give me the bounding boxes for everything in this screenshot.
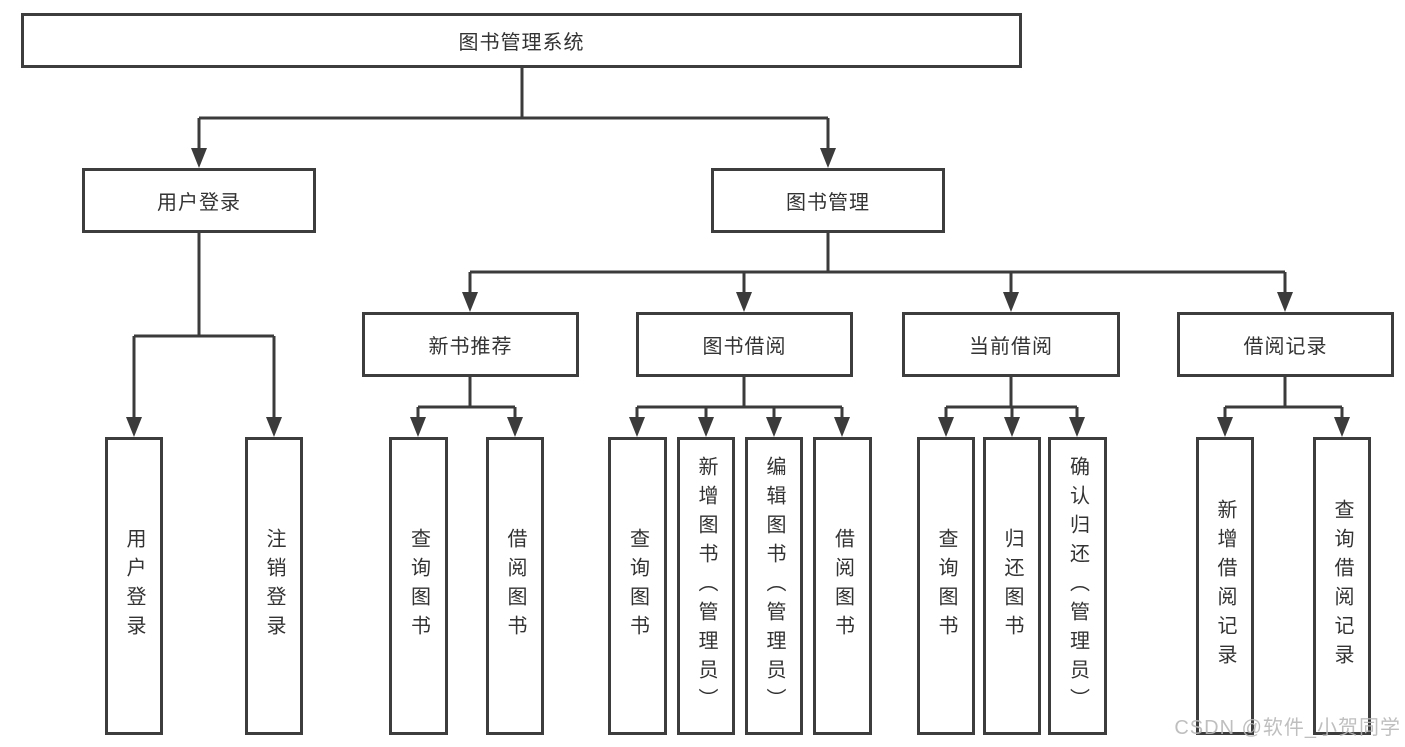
node-root: 图书管理系统 xyxy=(21,13,1022,68)
leaf-br-add-record: 新增借阅记录 xyxy=(1196,437,1254,735)
connector-user-login-children xyxy=(126,233,282,437)
leaf-bb-edit-books: 编辑图书（管理员） xyxy=(745,437,803,735)
node-book-management: 图书管理 xyxy=(711,168,945,233)
node-current-borrow: 当前借阅 xyxy=(902,312,1120,377)
leaf-logout: 注销登录 xyxy=(245,437,303,735)
connector-current-borrow-children xyxy=(938,377,1085,437)
leaf-bb-borrow-books-label: 借阅图书 xyxy=(831,528,854,644)
leaf-br-query-record: 查询借阅记录 xyxy=(1313,437,1371,735)
leaf-user-login-label: 用户登录 xyxy=(123,528,145,644)
node-book-borrow-label: 图书借阅 xyxy=(702,336,787,358)
leaf-logout-label: 注销登录 xyxy=(263,528,285,644)
node-new-book-recommend-label: 新书推荐 xyxy=(428,336,513,358)
leaf-br-query-record-label: 查询借阅记录 xyxy=(1331,499,1353,673)
node-user-login-label: 用户登录 xyxy=(157,192,241,214)
leaf-cb-query-books: 查询图书 xyxy=(917,437,975,735)
leaf-cb-return-books-label: 归还图书 xyxy=(1001,528,1023,644)
connector-new-book-recommend-children xyxy=(410,377,523,437)
node-book-management-label: 图书管理 xyxy=(786,192,870,214)
leaf-user-login: 用户登录 xyxy=(105,437,163,735)
leaf-bb-add-books: 新增图书（管理员） xyxy=(677,437,735,735)
leaf-nb-query-books-label: 查询图书 xyxy=(407,528,430,644)
node-borrow-record: 借阅记录 xyxy=(1177,312,1394,377)
leaf-nb-borrow-books-label: 借阅图书 xyxy=(504,528,526,644)
leaf-bb-borrow-books: 借阅图书 xyxy=(813,437,872,735)
leaf-nb-query-books: 查询图书 xyxy=(389,437,448,735)
connector-borrow-record-children xyxy=(1217,377,1350,437)
node-borrow-record-label: 借阅记录 xyxy=(1243,336,1328,358)
node-current-borrow-label: 当前借阅 xyxy=(969,336,1053,358)
node-root-label: 图书管理系统 xyxy=(458,32,585,54)
watermark: CSDN @软件_小贺同学 xyxy=(1174,717,1401,739)
connector-book-management-children xyxy=(462,233,1293,312)
leaf-bb-edit-books-label: 编辑图书（管理员） xyxy=(763,455,785,717)
leaf-cb-confirm-return-label: 确认归还（管理员） xyxy=(1066,455,1089,717)
node-book-borrow: 图书借阅 xyxy=(636,312,853,377)
leaf-cb-confirm-return: 确认归还（管理员） xyxy=(1048,437,1107,735)
leaf-cb-query-books-label: 查询图书 xyxy=(935,528,957,644)
connector-root-to-level2 xyxy=(191,67,836,168)
node-new-book-recommend: 新书推荐 xyxy=(362,312,579,377)
leaf-br-add-record-label: 新增借阅记录 xyxy=(1214,499,1236,673)
leaf-bb-query-books: 查询图书 xyxy=(608,437,667,735)
leaf-bb-add-books-label: 新增图书（管理员） xyxy=(695,455,717,717)
leaf-cb-return-books: 归还图书 xyxy=(983,437,1041,735)
connector-book-borrow-children xyxy=(629,377,850,437)
leaf-nb-borrow-books: 借阅图书 xyxy=(486,437,544,735)
leaf-bb-query-books-label: 查询图书 xyxy=(626,528,649,644)
node-user-login: 用户登录 xyxy=(82,168,316,233)
